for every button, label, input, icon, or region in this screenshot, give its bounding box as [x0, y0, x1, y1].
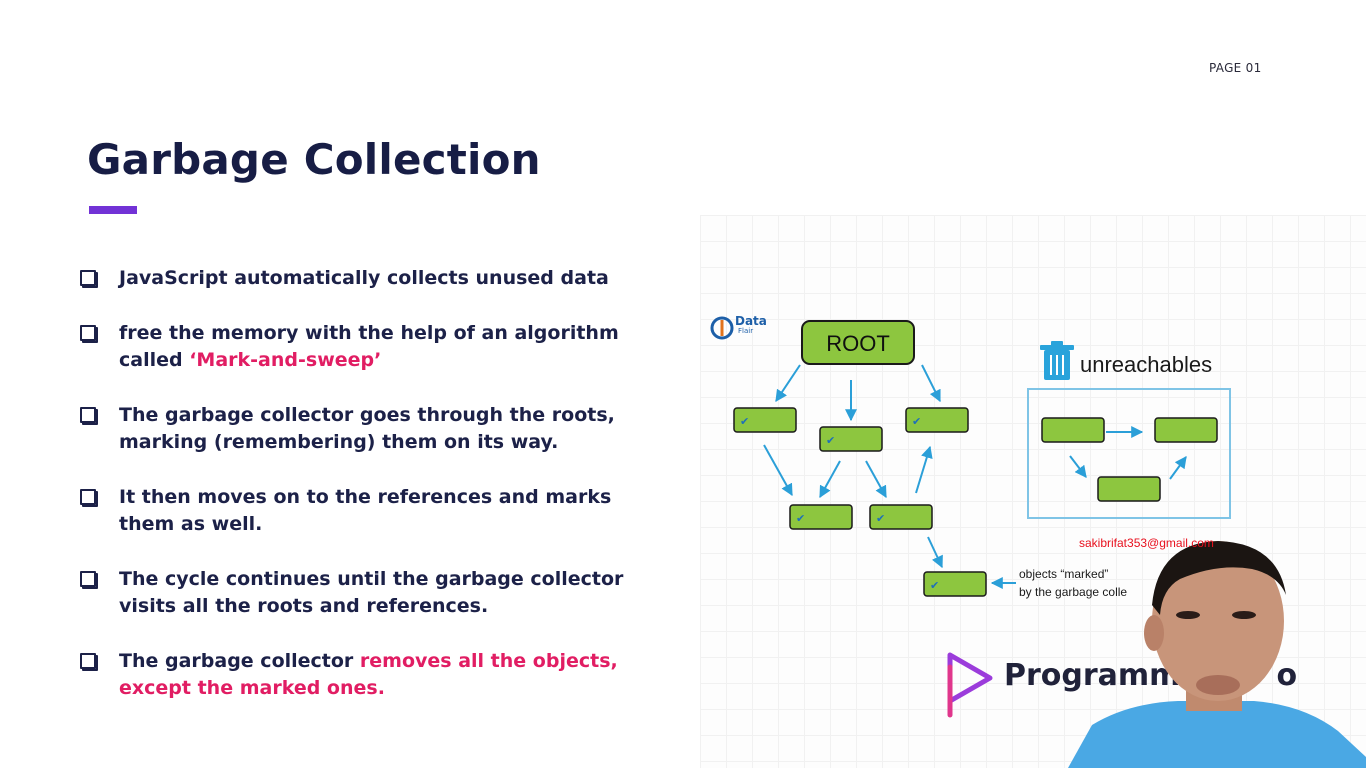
marked-object-node: ✔: [789, 504, 853, 530]
bullet-text: The cycle continues until the garbage co…: [119, 568, 624, 617]
bullet-highlight: removes all the objects, except the mark…: [119, 650, 618, 699]
brand-bottom: Flair: [738, 327, 753, 335]
checkbox-icon: [80, 653, 96, 669]
bullet-text: The garbage collector goes through the r…: [119, 404, 615, 453]
bullet-item: free the memory with the help of an algo…: [80, 320, 670, 374]
trash-icon: [1040, 341, 1074, 380]
slide-title: Garbage Collection: [87, 135, 541, 184]
bullet-text: JavaScript automatically collects unused…: [119, 267, 609, 289]
unreachable-object-node: [1154, 417, 1218, 443]
bullet-text: The garbage collector: [119, 650, 360, 672]
marked-object-node: ✔: [733, 407, 797, 433]
checkbox-icon: [80, 407, 96, 423]
bullet-text: It then moves on to the references and m…: [119, 486, 612, 535]
dataflair-logo-icon: [710, 316, 734, 340]
marked-caption-line-1: objects “marked”: [1019, 567, 1108, 581]
checkbox-icon: [80, 489, 96, 505]
check-icon: ✔: [876, 512, 885, 525]
marked-object-node: ✔: [905, 407, 969, 433]
check-icon: ✔: [740, 415, 749, 428]
checkbox-icon: [80, 571, 96, 587]
marked-object-node: ✔: [923, 571, 987, 597]
root-label: ROOT: [826, 331, 890, 356]
marked-object-node: ✔: [819, 426, 883, 452]
unreachable-object-node: [1041, 417, 1105, 443]
reference-arrows: [763, 364, 1187, 589]
checkbox-icon: [80, 325, 96, 341]
bullet-item: The garbage collector goes through the r…: [80, 402, 670, 456]
bullet-highlight: ‘Mark-and-sweep’: [189, 349, 382, 371]
presenter-webcam: [1068, 541, 1366, 768]
email-watermark: sakibrifat353@gmail.com: [1079, 536, 1214, 550]
bullet-list: JavaScript automatically collects unused…: [80, 265, 670, 730]
programming-logo-icon: [947, 652, 993, 718]
page-number: PAGE 01: [1209, 61, 1262, 75]
brand-top: Data: [735, 314, 767, 328]
unreachable-object-node: [1097, 476, 1161, 502]
bullet-item: The garbage collector removes all the ob…: [80, 648, 670, 702]
check-icon: ✔: [796, 512, 805, 525]
check-icon: ✔: [912, 415, 921, 428]
bullet-item: It then moves on to the references and m…: [80, 484, 670, 538]
unreachables-box: [1027, 388, 1231, 519]
title-underline: [89, 206, 137, 214]
check-icon: ✔: [826, 434, 835, 447]
checkbox-icon: [80, 270, 96, 286]
check-icon: ✔: [930, 579, 939, 592]
marked-caption-line-2: by the garbage colle: [1019, 585, 1127, 599]
bullet-text: free the memory with the help of an algo…: [119, 322, 619, 371]
diagram-svg: Data Flair ROOT ✔ ✔ ✔ ✔ ✔ ✔ objects “mar…: [710, 314, 1231, 718]
bullet-item: The cycle continues until the garbage co…: [80, 566, 670, 620]
bullet-item: JavaScript automatically collects unused…: [80, 265, 670, 292]
root-node: [801, 320, 915, 365]
marked-object-node: ✔: [869, 504, 933, 530]
unreachables-label: unreachables: [1080, 352, 1212, 377]
